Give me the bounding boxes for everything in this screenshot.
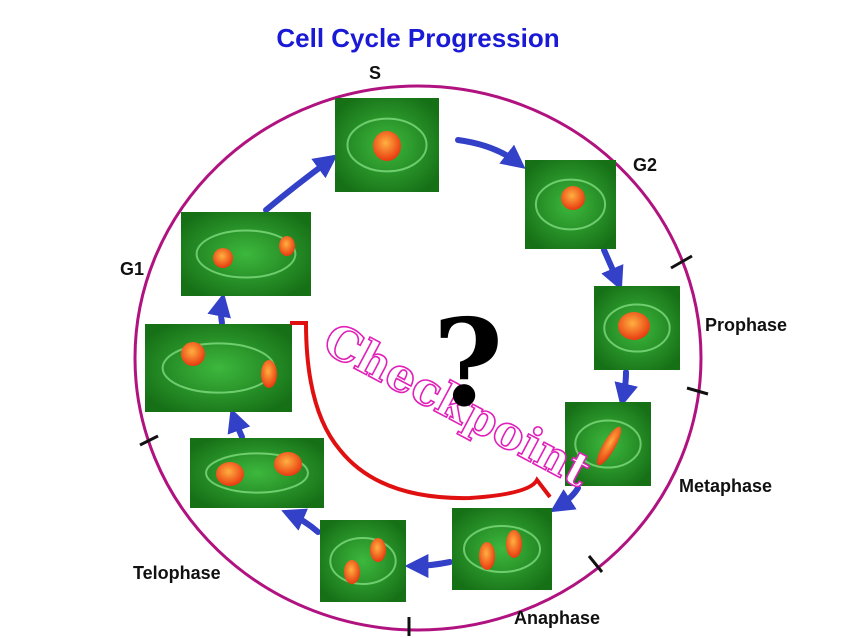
arrow-prophase-to-metaphase (614, 369, 638, 408)
metaphase-cell-membrane (574, 419, 642, 469)
metaphase-cell-nucleus-1 (596, 426, 622, 466)
label-metaphase: Metaphase (679, 476, 772, 496)
telophase-cell-b-panel (190, 438, 324, 508)
arrow-telophase-to-g1 (227, 407, 251, 440)
tick-g2-prophase (670, 254, 693, 270)
label-s: S (369, 63, 381, 83)
anaphase-cell (452, 508, 552, 590)
page-title: Cell Cycle Progression (276, 23, 559, 53)
anaphase-cell-panel (452, 508, 552, 590)
telophase-cell-a-nucleus-2 (370, 538, 386, 562)
anaphase-cell-nucleus-1 (479, 542, 495, 570)
telophase-cell-b (190, 438, 324, 508)
anaphase-cell-nucleus-2 (506, 530, 522, 558)
label-g2: G2 (633, 155, 657, 175)
label-anaphase: Anaphase (514, 608, 600, 628)
g1-cell-a-nucleus-1 (213, 248, 233, 268)
arrow-telophase-b-to-a (281, 508, 321, 535)
arrow-g2-to-prophase (601, 247, 624, 291)
arrow-anaphase-to-telophase (404, 553, 453, 578)
prophase-cell-nucleus-1 (618, 312, 650, 340)
arrow-s-to-g2 (455, 137, 526, 169)
label-telophase: Telophase (133, 563, 221, 583)
telophase-cell-b-nucleus-1 (216, 462, 244, 486)
tick-prophase-metaphase (686, 386, 709, 396)
s-phase-cell (335, 98, 439, 192)
telophase-cell-b-membrane (205, 452, 309, 494)
s-phase-cell-nucleus-1 (373, 131, 401, 161)
question-mark: ? (433, 293, 503, 434)
prophase-cell (594, 286, 680, 370)
tick-metaphase-anaphase (587, 555, 604, 573)
anaphase-cell-membrane (463, 525, 541, 573)
label-g1: G1 (120, 259, 144, 279)
g1-cell-b (145, 324, 292, 412)
label-prophase: Prophase (705, 315, 787, 335)
telophase-cell-a-panel (320, 520, 406, 602)
phase-tick-marks (139, 254, 709, 636)
metaphase-cell (565, 402, 651, 486)
telophase-cell-a (320, 520, 406, 602)
arrow-g1-to-s (263, 154, 338, 213)
arrow-metaphase-to-anaphase (549, 485, 581, 513)
g1-cell-b-nucleus-1 (181, 342, 205, 366)
telophase-cell-a-membrane (329, 537, 397, 585)
g2-cell-nucleus-1 (561, 186, 585, 210)
g1-cell-a-membrane (195, 229, 297, 279)
prophase-cell-membrane (603, 303, 671, 353)
g1-cell-a-nucleus-2 (279, 236, 295, 256)
tick-telophase-g1 (139, 434, 159, 447)
g1-cell-a (181, 212, 311, 296)
s-phase-cell-membrane (346, 117, 428, 173)
arrow-g1b-to-g1a (207, 292, 231, 326)
telophase-cell-b-nucleus-2 (274, 452, 302, 476)
telophase-cell-a-nucleus-1 (344, 560, 360, 584)
g2-cell (525, 160, 616, 249)
g1-cell-b-nucleus-2 (261, 360, 277, 388)
cycle-arrows (207, 137, 638, 578)
cycle-circle (133, 84, 703, 632)
g2-cell-membrane (534, 178, 607, 231)
checkpoint-curve (290, 321, 552, 501)
